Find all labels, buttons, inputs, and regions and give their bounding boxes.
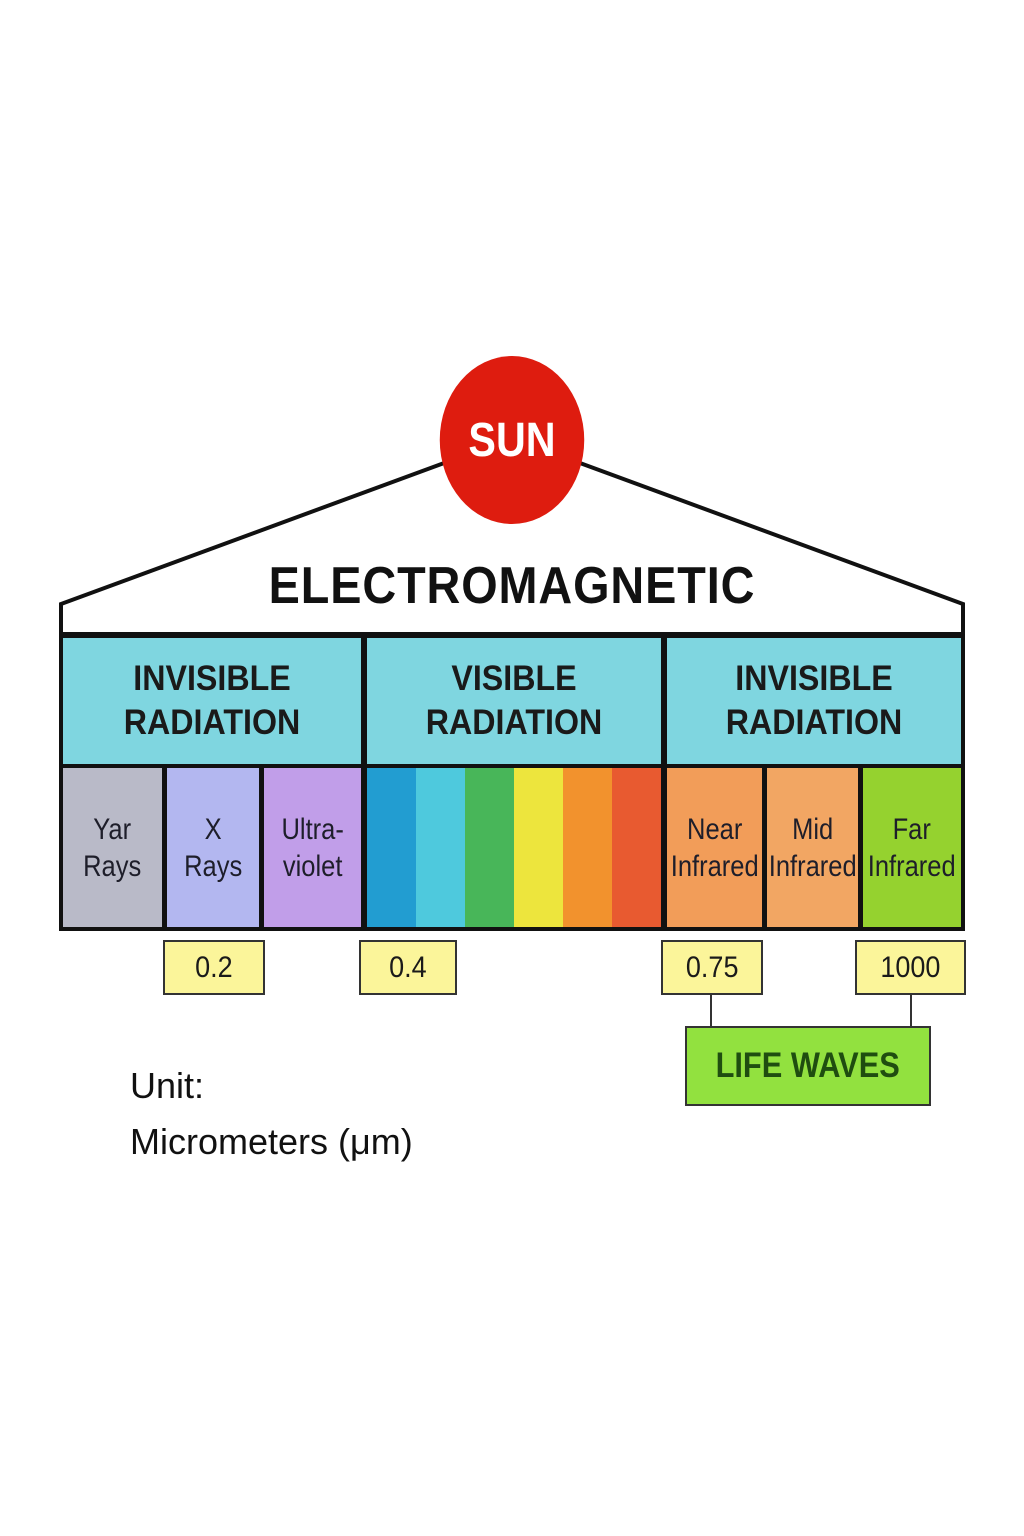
tick-label: 0.4 <box>389 950 427 984</box>
tick-box: 0.4 <box>359 940 457 995</box>
band-yar-rays: Yar Rays <box>63 768 162 927</box>
band-label: Ultra- violet <box>281 812 344 883</box>
band-near-infrared: Near Infrared <box>667 768 762 927</box>
visible-spectrum <box>367 768 661 927</box>
spectrum-stripe-yellow <box>514 768 563 927</box>
band-label: X Rays <box>183 812 243 883</box>
tick-label: 1000 <box>880 950 941 984</box>
band-label: Yar Rays <box>83 812 142 883</box>
tick-box: 0.75 <box>661 940 763 995</box>
band-ultraviolet: Ultra- violet <box>264 768 361 927</box>
spectrum-stripe-blue <box>367 768 416 927</box>
category-invisible-radiation-left: INVISIBLE RADIATION <box>63 638 361 764</box>
band-label: Far Infrared <box>868 812 956 883</box>
category-invisible-radiation-right: INVISIBLE RADIATION <box>667 638 961 764</box>
spectrum-stripe-green <box>465 768 514 927</box>
band-x-rays: X Rays <box>167 768 259 927</box>
category-visible-radiation: VISIBLE RADIATION <box>367 638 661 764</box>
spectrum-table: INVISIBLE RADIATION VISIBLE RADIATION IN… <box>59 634 965 931</box>
band-far-infrared: Far Infrared <box>863 768 961 927</box>
tick-label: 0.2 <box>195 950 233 984</box>
spectrum-stripe-orange <box>563 768 612 927</box>
band-label: Near Infrared <box>670 812 759 883</box>
tick-box: 1000 <box>855 940 966 995</box>
spectrum-stripe-red <box>612 768 661 927</box>
life-waves-label: LIFE WAVES <box>715 1046 901 1085</box>
unit-note: Unit: Micrometers (μm) <box>130 1058 413 1170</box>
sun-label: SUN <box>468 413 556 467</box>
category-label: INVISIBLE RADIATION <box>725 659 903 742</box>
sun-circle: SUN <box>439 356 585 524</box>
tick-label: 0.75 <box>685 950 739 984</box>
band-mid-infrared: Mid Infrared <box>767 768 858 927</box>
diagram-title: ELECTROMAGNETIC <box>268 557 756 615</box>
unit-value: Micrometers (μm) <box>130 1121 413 1162</box>
tick-box: 0.2 <box>163 940 265 995</box>
life-waves-box: LIFE WAVES <box>685 1026 931 1106</box>
category-label: INVISIBLE RADIATION <box>123 659 301 742</box>
spectrum-stripe-cyan <box>416 768 465 927</box>
band-label: Mid Infrared <box>768 812 857 883</box>
category-label: VISIBLE RADIATION <box>425 659 603 742</box>
unit-label: Unit: <box>130 1065 205 1106</box>
